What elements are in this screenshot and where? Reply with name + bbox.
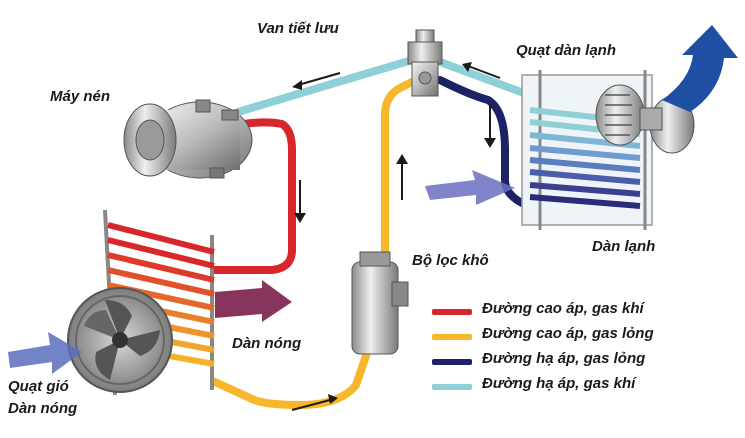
label-evaporator-fan: Quạt dàn lạnh [516, 42, 617, 59]
condenser-hot-air-arrow [215, 280, 292, 322]
compressor [123, 99, 253, 179]
legend-label: Đường hạ áp, gas lỏng [482, 350, 646, 367]
legend-swatch [432, 334, 472, 340]
receiver-drier [351, 251, 409, 355]
evaporator-air-in-arrow [425, 170, 515, 205]
legend-swatch [432, 359, 472, 365]
label-evaporator: Dàn lạnh [592, 238, 656, 255]
low-liquid-line [436, 76, 636, 219]
legend-swatch [432, 309, 472, 315]
condenser-air-in-arrow [8, 332, 82, 374]
label-condenser: Dàn nóng [232, 335, 302, 352]
legend-label: Đường hạ áp, gas khí [482, 375, 636, 392]
condenser-fan [67, 287, 173, 393]
label-expansion-valve: Van tiết lưu [257, 20, 339, 37]
label-compressor: Máy nén [50, 88, 111, 105]
legend-label: Đường cao áp, gas khí [482, 300, 644, 317]
label-condenser-fan-line2: Dàn nóng [8, 400, 78, 417]
legend-swatch [432, 384, 472, 390]
high-gas-line [211, 118, 296, 274]
expansion-valve [407, 29, 443, 97]
flow-arrows [291, 62, 501, 411]
evaporator-air-out-arrow [662, 25, 738, 112]
legend-label: Đường cao áp, gas lỏng [482, 325, 654, 342]
low-gas-line-to-compressor [234, 56, 416, 116]
evaporator-blower [595, 84, 695, 154]
high-liquid-line-upper [381, 78, 416, 259]
high-liquid-line-lower [211, 346, 372, 409]
label-condenser-fan-line1: Quạt gió [8, 378, 69, 395]
label-receiver-drier: Bộ lọc khô [412, 252, 489, 269]
